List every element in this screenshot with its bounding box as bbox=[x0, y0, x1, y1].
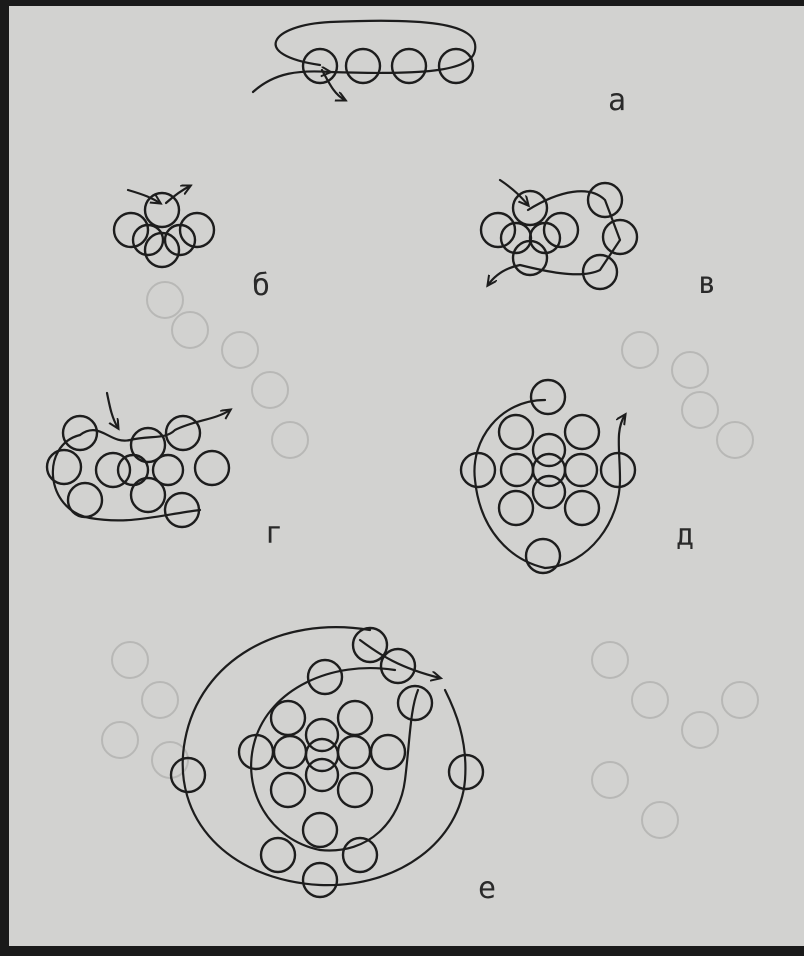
thread-bottom bbox=[53, 435, 200, 520]
bead bbox=[346, 49, 380, 83]
bead bbox=[68, 483, 102, 517]
bead bbox=[499, 415, 533, 449]
thread-entry bbox=[107, 393, 118, 428]
bead bbox=[392, 49, 426, 83]
bead bbox=[338, 736, 370, 768]
bead bbox=[338, 701, 372, 735]
figure-d: д bbox=[461, 380, 694, 573]
figure-e: е bbox=[171, 627, 496, 906]
bead bbox=[353, 628, 387, 662]
bead bbox=[531, 380, 565, 414]
figure-v: в bbox=[481, 180, 716, 301]
thread-top bbox=[80, 410, 230, 441]
bead bbox=[271, 701, 305, 735]
figure-g: г bbox=[47, 393, 283, 551]
bead bbox=[195, 451, 229, 485]
bead bbox=[306, 759, 338, 791]
bead bbox=[271, 773, 305, 807]
thread-entry bbox=[128, 190, 160, 203]
bead bbox=[131, 478, 165, 512]
bead bbox=[180, 213, 214, 247]
bead bbox=[481, 213, 515, 247]
bead bbox=[338, 773, 372, 807]
bead bbox=[533, 434, 565, 466]
bead bbox=[565, 454, 597, 486]
bead bbox=[499, 491, 533, 525]
thread-entry bbox=[253, 71, 330, 92]
figure-b: б bbox=[114, 186, 270, 303]
label-d: д bbox=[676, 518, 694, 553]
label-e: е bbox=[478, 871, 496, 906]
thread-loop bbox=[276, 21, 476, 73]
bead bbox=[544, 213, 578, 247]
label-v: в bbox=[698, 266, 716, 301]
label-a: а bbox=[608, 83, 626, 118]
bead bbox=[114, 213, 148, 247]
bead bbox=[306, 719, 338, 751]
bead bbox=[583, 255, 617, 289]
bead bbox=[601, 453, 635, 487]
thread-outer bbox=[474, 400, 625, 568]
bead bbox=[261, 838, 295, 872]
bead bbox=[145, 193, 179, 227]
bead bbox=[381, 649, 415, 683]
bead bbox=[308, 660, 342, 694]
bead bbox=[371, 735, 405, 769]
bead bbox=[461, 453, 495, 487]
bead bbox=[533, 476, 565, 508]
thread-exit bbox=[360, 640, 440, 678]
bead bbox=[501, 454, 533, 486]
label-g: г bbox=[265, 516, 283, 551]
bead bbox=[306, 739, 338, 771]
bead bbox=[565, 491, 599, 525]
figure-a: а bbox=[253, 21, 626, 118]
bead bbox=[274, 736, 306, 768]
ghost-bleed-through bbox=[102, 282, 758, 838]
bead bbox=[303, 813, 337, 847]
thread-path bbox=[488, 191, 620, 285]
bead bbox=[303, 863, 337, 897]
label-b: б bbox=[252, 268, 270, 303]
bead bbox=[118, 455, 148, 485]
bead bbox=[565, 415, 599, 449]
bead bbox=[63, 416, 97, 450]
bead bbox=[343, 838, 377, 872]
